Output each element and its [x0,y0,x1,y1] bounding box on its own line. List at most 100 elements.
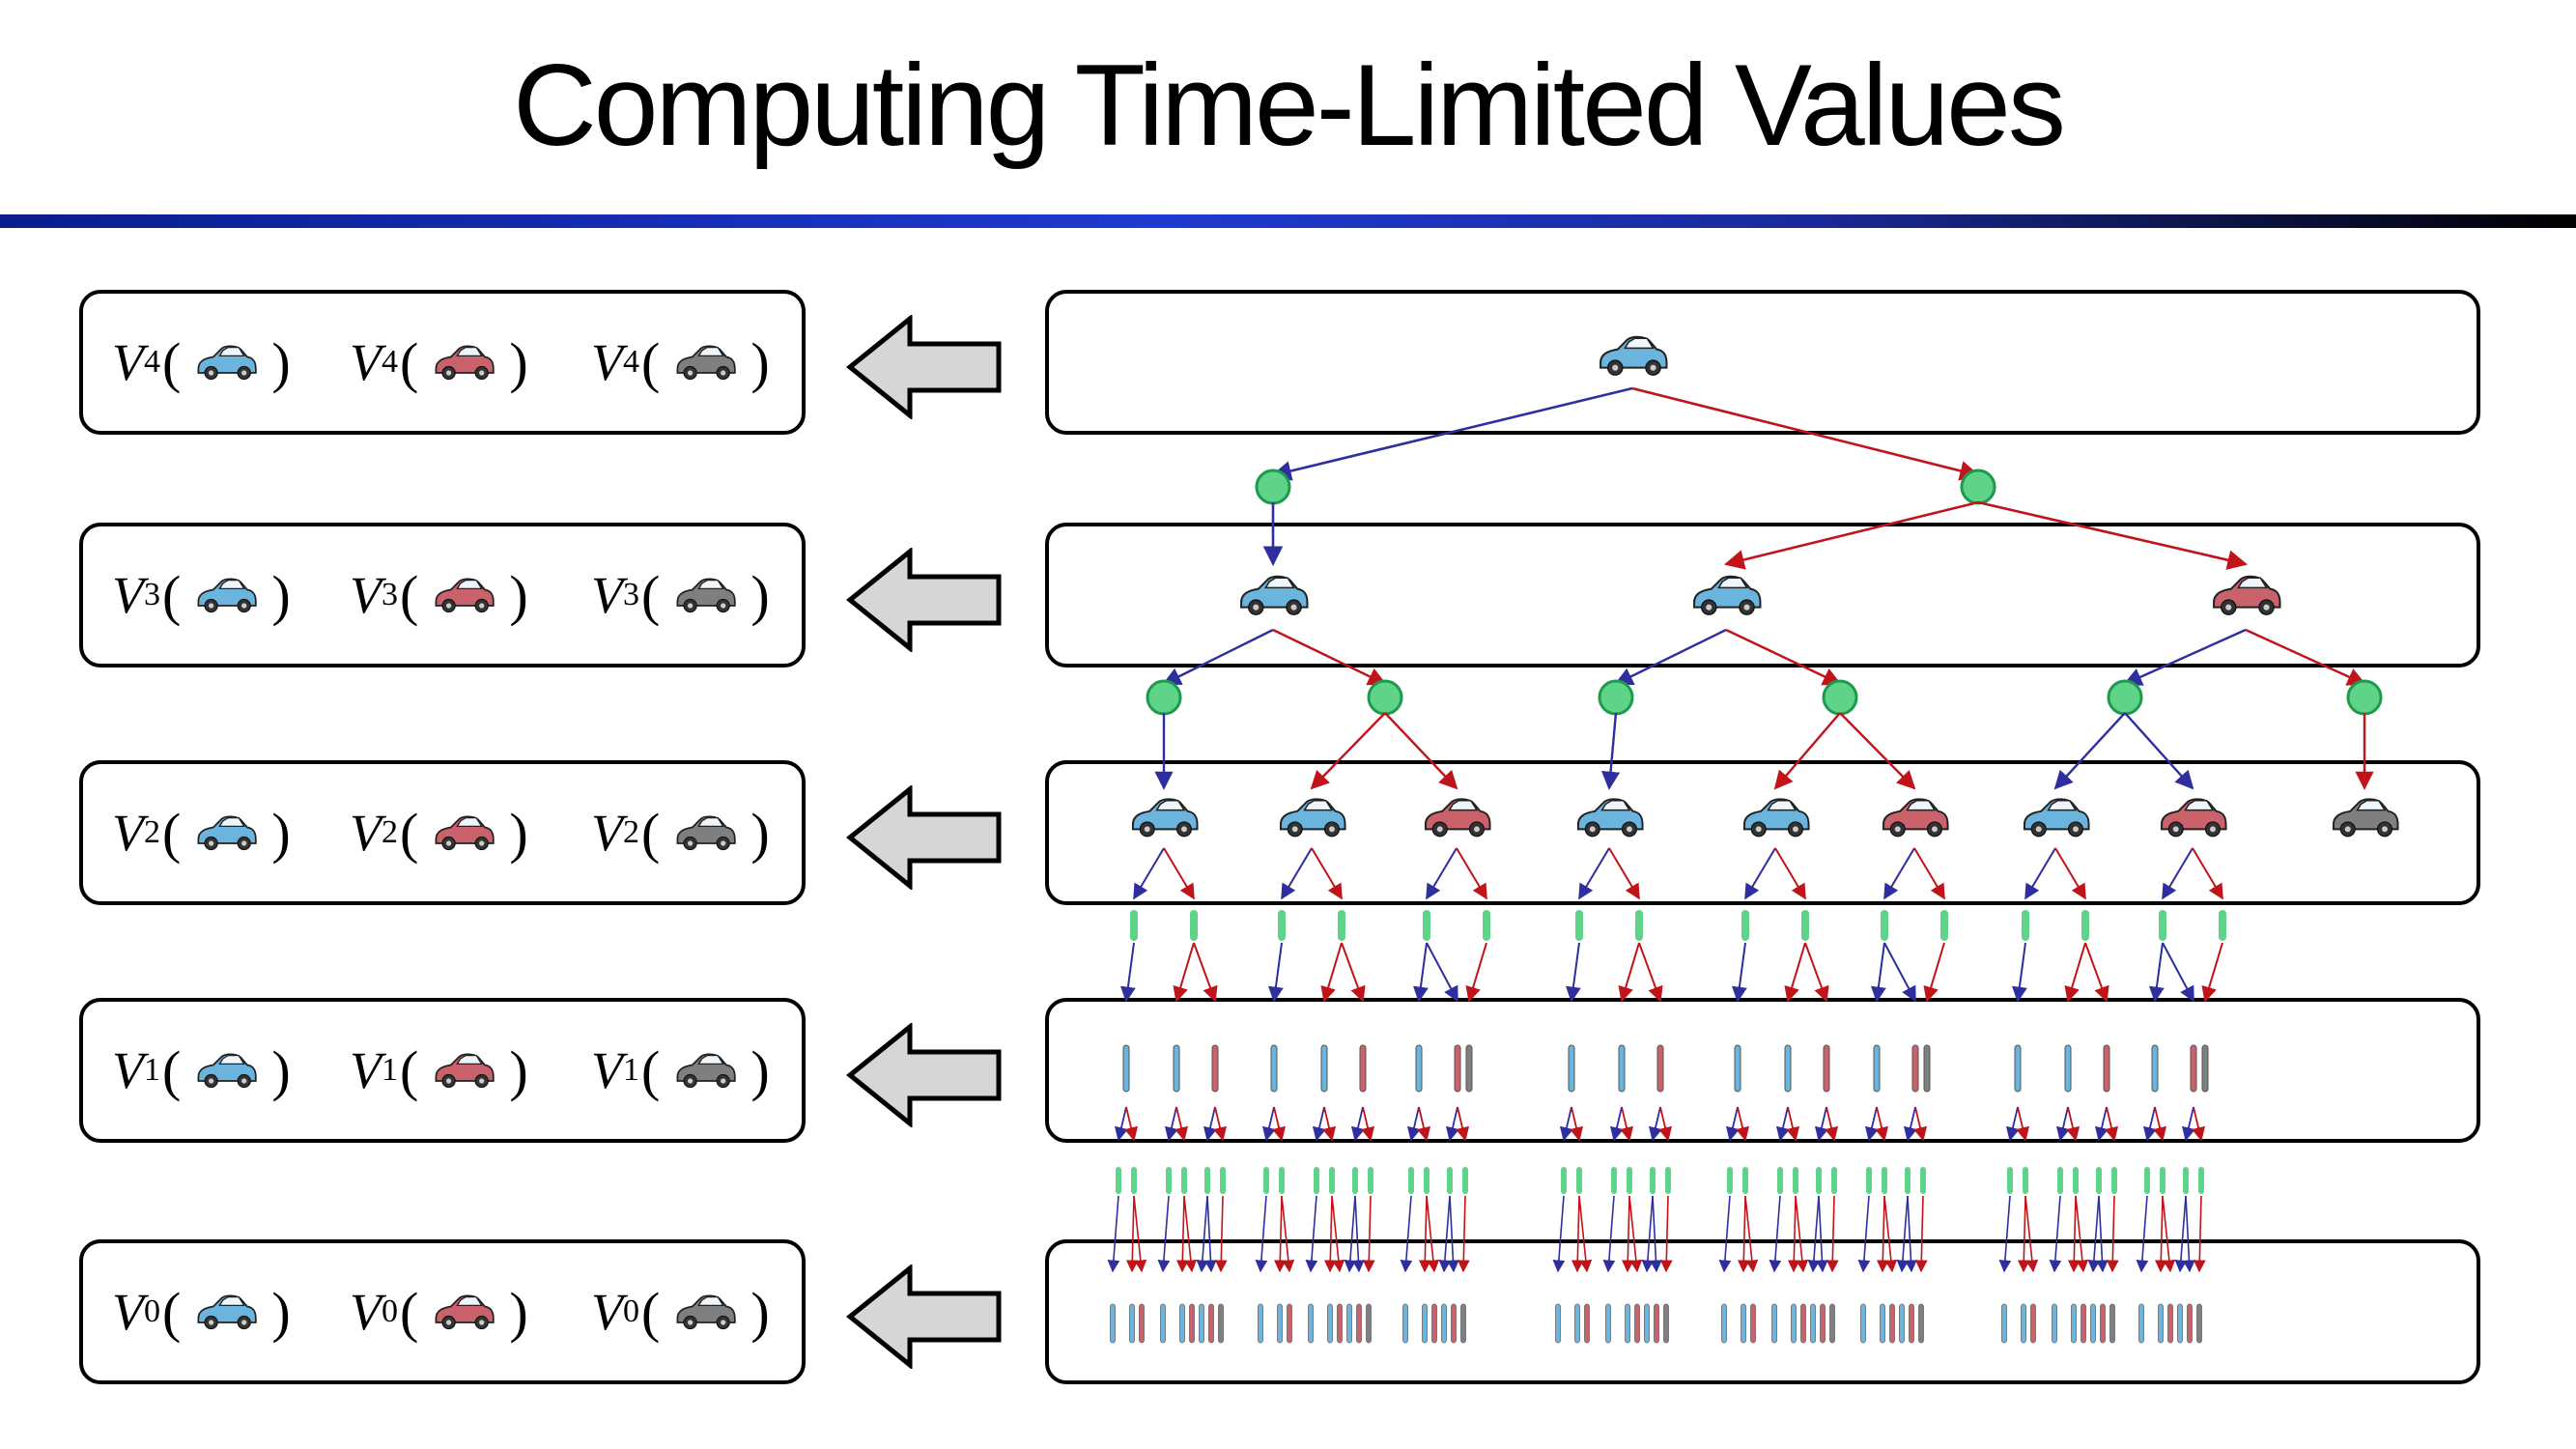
slow-action-arrow [1267,942,1284,1003]
slow-action-arrow [2096,1195,2109,1273]
fast-action-arrow [1362,1195,1375,1273]
slow-action-arrow [2181,1106,2195,1142]
chance-node [1408,1167,1414,1194]
chance-node [1816,1167,1822,1194]
chance-node [2346,679,2383,716]
slow-action-arrow [1261,1106,1276,1142]
fast-action-arrow [1571,1195,1584,1273]
cool-car-icon [1199,1303,1204,1344]
warm-car-icon [1211,1044,1219,1093]
fast-action-arrow [1977,500,2249,570]
overheated-car-icon [2196,1303,2202,1344]
warm-car-icon [1750,1303,1756,1344]
slow-action-arrow [1157,1195,1171,1273]
chance-node [1329,1167,1335,1194]
chance-node [1905,1167,1911,1194]
chance-node [1801,910,1809,941]
fast-action-arrow [1638,942,1663,1003]
fast-action-arrow [1384,712,1458,790]
cool-car-icon [2158,1303,2164,1344]
fast-action-arrow [2075,1195,2089,1273]
slow-action-arrow [1641,1195,1655,1273]
fast-action-arrow [1323,1195,1337,1273]
slow-action-arrow [2174,1195,2188,1273]
fast-action-arrow [1913,847,1945,900]
fast-action-arrow [1214,1195,1228,1273]
chance-node [1831,1167,1837,1194]
slow-action-arrow [1648,1106,1662,1142]
cool-car-icon [2064,1044,2072,1093]
slow-action-arrow [1552,1195,1566,1273]
cool-car-icon [1771,1303,1777,1344]
slow-action-arrow [2183,1195,2195,1273]
chance-node [2198,1167,2204,1194]
fast-action-arrow [1331,1195,1345,1273]
cool-car-icon [2001,1303,2007,1344]
fast-action-arrow [1628,1195,1643,1273]
chance-node [1741,910,1749,941]
slow-action-arrow [1312,1106,1326,1142]
fast-action-arrow [1311,847,1343,900]
cool-car-icon [1110,1303,1116,1344]
slow-action-arrow [1119,942,1136,1003]
slow-action-arrow [2005,1106,2020,1142]
fast-action-arrow [1773,712,1841,790]
chance-node [1116,1167,1121,1194]
fast-action-arrow [1914,1195,1928,1273]
overheated-car-icon [2109,1303,2115,1344]
cool-car-icon [1402,1303,1408,1344]
left-arrow-icon [846,1264,1002,1369]
chance-node [2023,1167,2028,1194]
warm-car-icon [1189,1303,1195,1344]
slow-action-arrow [1305,1195,1318,1273]
chance-node [1576,1167,1582,1194]
warm-car-icon [2160,798,2227,838]
cool-car-icon [1277,1303,1283,1344]
overheated-car-icon [1663,1303,1669,1344]
slow-action-arrow [1769,1195,1782,1273]
cool-car-icon [1899,1303,1905,1344]
fast-action-arrow [1795,1195,1809,1273]
fast-action-arrow [1456,847,1487,900]
fast-action-arrow [1125,1195,1139,1273]
slow-action-arrow [2055,1106,2070,1142]
slow-action-arrow [1447,1195,1459,1273]
tree-level-3-panel [1045,523,2480,668]
slow-action-arrow [2136,1195,2149,1273]
chance-node [1635,910,1643,941]
cool-car-icon [1721,1303,1727,1344]
fast-action-arrow [1839,712,1916,790]
chance-node [2073,1167,2079,1194]
cool-car-icon [1873,1044,1881,1093]
slow-action-arrow [1807,1195,1821,1273]
slow-action-arrow [1896,1195,1910,1273]
cool-car-icon [1441,1303,1447,1344]
slow-action-arrow [1718,1195,1732,1273]
fast-action-arrow [1272,628,1387,686]
slow-action-arrow [1114,1106,1128,1142]
chance-node [1130,910,1138,941]
overheated-car-icon [1218,1303,1224,1344]
slow-action-arrow [2024,847,2056,900]
fast-action-arrow [2017,1195,2030,1273]
fast-action-arrow [1465,942,1487,1003]
chance-node [1462,1167,1468,1194]
cool-car-icon [1625,1303,1630,1344]
warm-car-icon [1634,1303,1640,1344]
slow-action-arrow [1203,1106,1217,1142]
slow-action-arrow [1775,1106,1790,1142]
chance-node [1960,469,1996,505]
fast-action-arrow [2192,1106,2206,1142]
fast-action-arrow [1578,1195,1593,1273]
cool-car-icon [1734,1044,1741,1093]
fast-action-arrow [2084,942,2109,1003]
cool-car-icon [1810,1303,1816,1344]
slow-action-arrow [1870,942,1886,1003]
slow-action-arrow [2053,712,2126,790]
cool-car-icon [1693,575,1762,616]
overheated-car-icon [2201,1044,2209,1093]
